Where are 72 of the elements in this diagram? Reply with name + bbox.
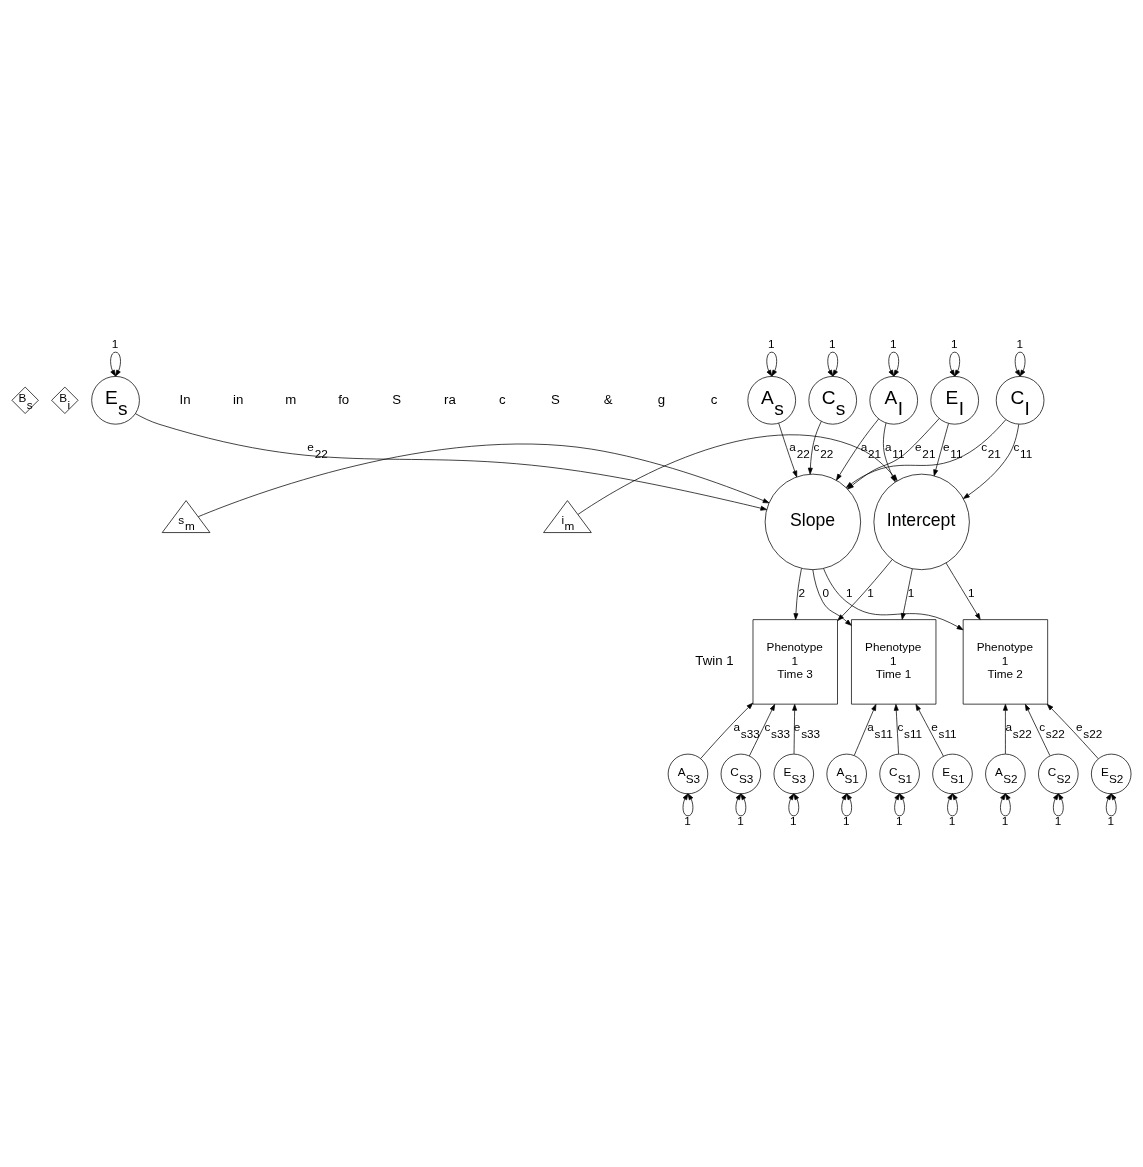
- arrow: [682, 792, 694, 816]
- edge-label: 1: [967, 585, 975, 599]
- edge-label: 2: [798, 585, 806, 599]
- edge-label: 1: [1107, 813, 1115, 827]
- arrow: [766, 351, 778, 376]
- edge-label: 1: [768, 336, 775, 350]
- arrow: [827, 351, 839, 376]
- arrow: [893, 703, 899, 754]
- label: S: [550, 391, 560, 407]
- label: &: [603, 391, 613, 407]
- label: fo: [338, 391, 350, 407]
- arrow: [894, 792, 905, 816]
- arrow: [945, 562, 981, 620]
- label: c: [710, 391, 718, 407]
- edge-label: 1: [684, 813, 691, 827]
- node-box: Phenotype 1 Time 1: [851, 618, 937, 704]
- arrow: [853, 703, 877, 756]
- arrow: [788, 792, 800, 816]
- edge-label: 1: [867, 585, 874, 599]
- arrow: [1105, 792, 1117, 816]
- arrow: [807, 420, 822, 474]
- edge-label: 1: [948, 813, 956, 827]
- node-box: Phenotype 1 Time 3: [752, 618, 838, 704]
- arrow: [700, 702, 754, 759]
- arrow: [963, 423, 1020, 499]
- arrow: [110, 351, 121, 376]
- arrow: [1003, 703, 1008, 754]
- arrow: [947, 792, 958, 816]
- arrow: [1046, 703, 1099, 759]
- node-box: Phenotype 1 Time 2: [962, 618, 1049, 704]
- arrow: [888, 351, 900, 376]
- label: In: [179, 391, 191, 407]
- arrow: [841, 792, 852, 816]
- edge-label: 1: [1054, 813, 1062, 827]
- edge-label: 1: [843, 813, 850, 827]
- arrow: [823, 567, 964, 630]
- edge-label: 1: [845, 585, 853, 599]
- edge-label: 1: [111, 336, 119, 350]
- arrow: [1014, 351, 1026, 376]
- edge-label: 1: [1016, 336, 1023, 350]
- arrow: [836, 418, 879, 480]
- edge-label: 1: [1001, 813, 1009, 827]
- arrow: [1025, 703, 1051, 756]
- arrow: [900, 567, 913, 620]
- arrow: [778, 422, 798, 477]
- edge-label: 1: [907, 585, 915, 599]
- edge-label: 1: [790, 813, 797, 827]
- edge-label: 0: [822, 585, 829, 599]
- arrow: [793, 567, 802, 620]
- arrow: [197, 443, 770, 517]
- arrow: [735, 792, 747, 816]
- label: Twin 1: [695, 652, 734, 668]
- arrow: [949, 351, 960, 376]
- label: c: [499, 391, 506, 407]
- arrow: [135, 412, 768, 511]
- edge-label: 1: [890, 336, 897, 350]
- arrow: [933, 422, 949, 476]
- label: g: [657, 391, 666, 407]
- label: in: [233, 391, 244, 407]
- edge-label: 1: [895, 813, 903, 827]
- arrow: [1000, 792, 1011, 816]
- label: m: [285, 391, 297, 407]
- arrow: [837, 558, 893, 621]
- label: ra: [444, 391, 456, 407]
- edge-label: 1: [951, 336, 958, 350]
- arrow: [1053, 792, 1064, 816]
- arrow: [915, 703, 944, 757]
- arrow: [749, 703, 776, 756]
- edge-label: 1: [737, 813, 744, 827]
- edge-label: 1: [829, 336, 836, 350]
- arrow: [812, 568, 852, 626]
- label: S: [392, 391, 402, 407]
